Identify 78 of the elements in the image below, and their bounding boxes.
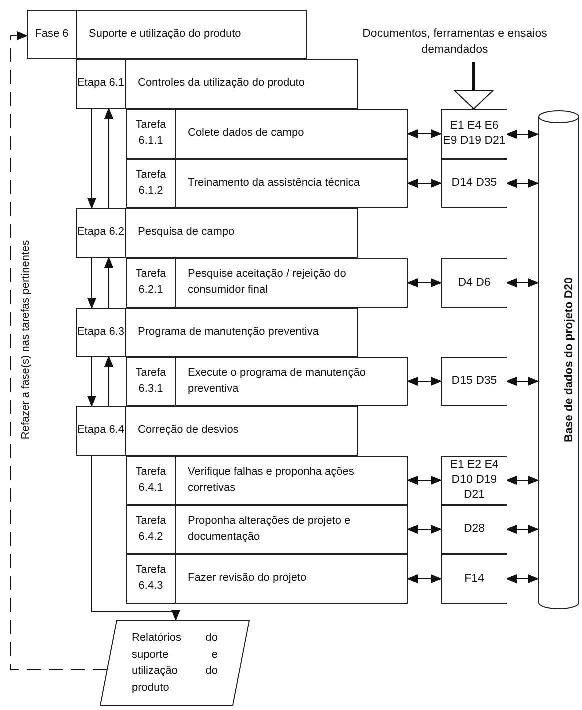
double-arrow	[506, 377, 538, 386]
arrow	[92, 456, 180, 620]
task-number: Tarefa 6.1.2	[134, 168, 168, 198]
document-list-box	[441, 554, 507, 604]
document-list-box	[441, 258, 507, 308]
phase-title: Suporte e utilização do produto	[89, 26, 242, 42]
document-codes: E1 E4 E6 E9 D19 D21	[442, 119, 507, 149]
task-title: Fazer revisão do projeto	[188, 571, 307, 586]
arrow	[88, 108, 96, 208]
stage-title: Pesquisa de campo	[138, 225, 235, 240]
double-arrow	[506, 179, 538, 188]
task-box	[126, 456, 408, 505]
stage-number: Etapa 6.2	[77, 225, 125, 240]
task-box	[126, 357, 408, 406]
stage-title: Controles da utilização do produto	[138, 76, 305, 92]
dashed-arrow	[10, 32, 108, 670]
double-arrow	[506, 278, 538, 288]
stage-number: Etapa 6.3	[77, 324, 125, 340]
document-codes: D14 D35	[452, 176, 498, 191]
arrow	[88, 356, 96, 406]
task-title: Execute o programa de manutenção preventiva	[188, 366, 367, 396]
double-arrow	[506, 130, 538, 139]
arrow	[104, 258, 114, 308]
task-title: Colete dados de campo	[188, 126, 304, 142]
heading-text: Documentos, ferramentas e ensaios demandados	[362, 27, 548, 58]
double-arrow	[506, 476, 538, 485]
task-number: Tarefa 6.1.1	[134, 118, 168, 149]
arrow	[104, 356, 114, 406]
task-box	[126, 554, 408, 604]
task-title: Pesquise aceitação / rejeição do consumidor final	[188, 267, 348, 298]
document-codes: D28	[464, 522, 486, 537]
document-parallelogram	[100, 620, 250, 706]
task-number: Tarefa 6.4.2	[134, 514, 168, 544]
task-box	[126, 159, 408, 208]
stage-number: Etapa 6.1	[77, 76, 125, 92]
double-arrow	[408, 476, 442, 485]
document-codes: D4 D6	[458, 276, 491, 290]
stage-box	[76, 406, 358, 456]
double-arrow	[408, 130, 442, 138]
double-arrow	[408, 377, 442, 386]
database-cylinder	[538, 110, 580, 610]
block-arrow	[454, 62, 494, 110]
database-label: Base de dados do projeto D20	[563, 278, 575, 442]
task-number: Tarefa 6.3.1	[134, 366, 168, 396]
task-number: Tarefa 6.4.3	[134, 563, 168, 594]
stage-box	[76, 59, 358, 109]
double-arrow	[408, 179, 442, 188]
arrow	[88, 258, 96, 308]
report-title: Relatórios do suporte e utilização do produto	[132, 631, 218, 696]
double-arrow	[408, 574, 442, 584]
task-box	[126, 505, 408, 554]
task-title: Proponha alterações de projeto e documentação	[188, 514, 352, 544]
double-arrow	[408, 278, 442, 288]
phase-box	[27, 10, 307, 59]
task-box	[126, 109, 408, 159]
stage-title: Correção de desvios	[138, 423, 239, 438]
document-codes: D15 D35	[452, 374, 498, 389]
task-title: Verifique falhas e proponha ações corretivas	[188, 464, 356, 496]
task-box	[126, 258, 408, 308]
phase-number: Fase 6	[35, 26, 69, 42]
task-title: Treinamento da assistência técnica	[188, 176, 360, 191]
document-codes: F14	[464, 572, 484, 586]
stage-box	[76, 308, 358, 357]
document-list-box	[441, 109, 507, 159]
double-arrow	[506, 525, 538, 534]
task-number: Tarefa 6.4.1	[134, 464, 168, 496]
double-arrow	[408, 525, 442, 534]
double-arrow	[506, 574, 538, 584]
document-codes: E1 E2 E4 D10 D19 D21	[449, 458, 500, 503]
stage-box	[76, 208, 358, 258]
document-list-box	[441, 456, 507, 505]
stage-number: Etapa 6.4	[77, 423, 125, 438]
arrow	[104, 108, 114, 208]
task-number: Tarefa 6.2.1	[134, 267, 168, 298]
document-list-box	[441, 159, 507, 208]
document-list-box	[441, 357, 507, 406]
document-list-box	[441, 505, 507, 554]
stage-title: Programa de manutenção preventiva	[138, 324, 319, 340]
